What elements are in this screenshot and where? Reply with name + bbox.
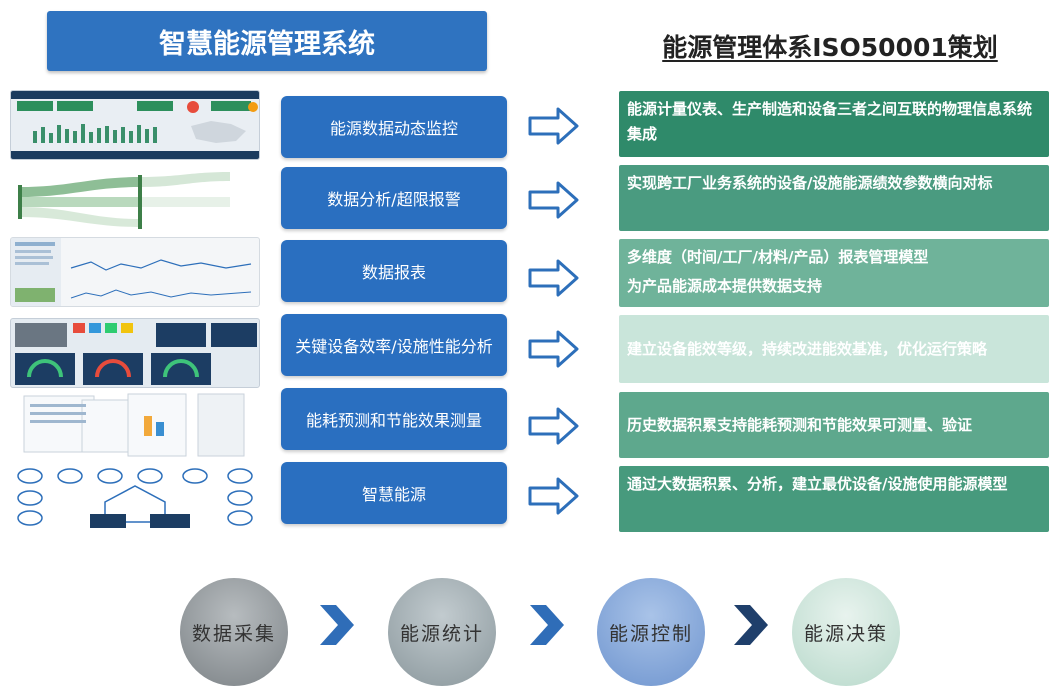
desc-text: 通过大数据积累、分析，建立最优设备/设施使用能源模型 <box>627 475 1008 493</box>
desc-panel-6: 通过大数据积累、分析，建立最优设备/设施使用能源模型 <box>619 466 1049 532</box>
module-consumption-forecast[interactable]: 能耗预测和节能效果测量 <box>281 388 507 450</box>
equipment-thumbnail <box>10 318 260 388</box>
desc-text: 历史数据积累支持能耗预测和节能效果可测量、验证 <box>627 415 973 434</box>
flow-step-energy-decision[interactable]: 能源决策 <box>792 578 900 686</box>
report-thumbnail <box>10 237 260 307</box>
module-equipment-efficiency[interactable]: 关键设备效率/设施性能分析 <box>281 314 507 376</box>
desc-panel-2: 实现跨工厂业务系统的设备/设施能源绩效参数横向对标 <box>619 165 1049 231</box>
desc-text: 多维度（时间/工厂/材料/产品）报表管理模型 <box>627 248 929 266</box>
right-arrow-icon <box>528 477 579 515</box>
module-data-report[interactable]: 数据报表 <box>281 240 507 302</box>
flow-step-energy-statistics[interactable]: 能源统计 <box>388 578 496 686</box>
flow-step-data-collection[interactable]: 数据采集 <box>180 578 288 686</box>
module-analysis-alarm[interactable]: 数据分析/超限报警 <box>281 167 507 229</box>
right-arrow-icon <box>528 181 579 219</box>
chevron-right-icon <box>734 605 768 645</box>
desc-text: 为产品能源成本提供数据支持 <box>627 277 823 295</box>
icons-thumbnail <box>10 462 260 532</box>
module-smart-energy[interactable]: 智慧能源 <box>281 462 507 524</box>
desc-panel-5: 历史数据积累支持能耗预测和节能效果可测量、验证 <box>619 392 1049 458</box>
desc-text: 建立设备能效等级，持续改进能效基准，优化运行策略 <box>627 339 988 358</box>
desc-text: 能源计量仪表、生产制造和设备三者之间互联的物理信息系统集成 <box>627 100 1033 143</box>
desc-panel-1: 能源计量仪表、生产制造和设备三者之间互联的物理信息系统集成 <box>619 91 1049 157</box>
desc-text: 实现跨工厂业务系统的设备/设施能源绩效参数横向对标 <box>627 174 993 192</box>
desc-panel-3: 多维度（时间/工厂/材料/产品）报表管理模型 为产品能源成本提供数据支持 <box>619 239 1049 307</box>
right-arrow-icon <box>528 107 579 145</box>
chevron-right-icon <box>320 605 354 645</box>
flow-step-energy-control[interactable]: 能源控制 <box>597 578 705 686</box>
documents-thumbnail <box>10 390 260 460</box>
right-arrow-icon <box>528 330 579 368</box>
sankey-thumbnail <box>10 167 260 237</box>
iso-plan-title: 能源管理体系ISO50001策划 <box>662 33 998 62</box>
chevron-right-icon <box>530 605 564 645</box>
system-title: 智慧能源管理系统 <box>47 11 487 71</box>
module-energy-monitoring[interactable]: 能源数据动态监控 <box>281 96 507 158</box>
dashboard-thumbnail <box>10 90 260 160</box>
desc-panel-4: 建立设备能效等级，持续改进能效基准，优化运行策略 <box>619 315 1049 383</box>
right-arrow-icon <box>528 259 579 297</box>
right-arrow-icon <box>528 407 579 445</box>
